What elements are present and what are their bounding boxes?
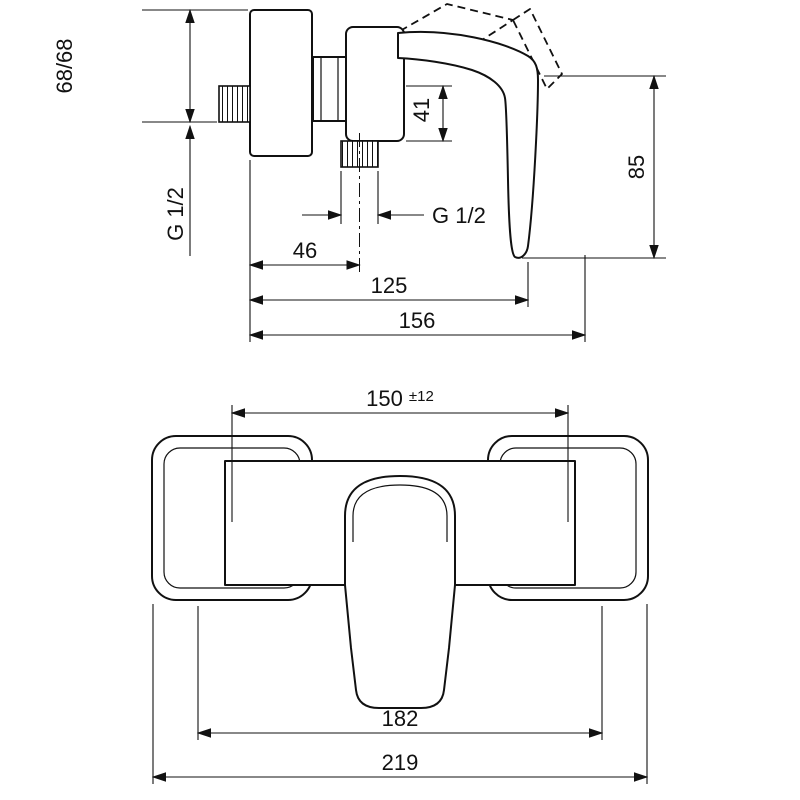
inlet-thread-label: G 1/2 <box>163 187 188 241</box>
dimension-total-depth: 156 <box>248 255 587 342</box>
dimension-handle-depth: 125 <box>248 262 530 307</box>
lever-handle-side <box>397 30 539 259</box>
total-depth-label: 156 <box>399 308 436 333</box>
dimension-inlet-thread: G 1/2 <box>163 124 195 256</box>
dimension-handle-height: 85 <box>522 74 666 260</box>
handle-depth-label: 125 <box>371 273 408 298</box>
front-view: 150 ±12 182 219 <box>151 386 649 784</box>
handle-height-label: 85 <box>624 155 649 179</box>
connection-distance-value: 150 <box>366 386 403 411</box>
total-width-label: 219 <box>382 750 419 775</box>
outlet-drop-label: 41 <box>409 98 434 122</box>
connection-tolerance-value: ±12 <box>409 388 434 405</box>
valve-body-side <box>345 26 405 142</box>
union-nut-side <box>312 56 347 122</box>
dimension-outlet-thread: G 1/2 <box>302 171 486 228</box>
dimension-outlet-offset: 46 <box>248 160 361 342</box>
plate-height-label: 68/68 <box>52 38 77 93</box>
dimension-inner-width: 182 <box>196 606 604 740</box>
outlet-offset-label: 46 <box>293 238 317 263</box>
dimension-total-width: 219 <box>151 604 649 784</box>
wall-plate-side <box>249 9 313 157</box>
inlet-thread-side <box>218 85 251 123</box>
dimension-outlet-drop: 41 <box>406 84 452 143</box>
side-view: 68/68 G 1/2 41 G 1/2 46 <box>52 3 666 342</box>
connection-distance-label: 150 ±12 <box>366 386 434 411</box>
dimension-plate-height: 68/68 <box>52 8 248 124</box>
lever-handle-front <box>344 475 456 709</box>
dimension-connection-distance: 150 ±12 <box>230 386 570 522</box>
outlet-thread-label: G 1/2 <box>432 203 486 228</box>
inner-width-label: 182 <box>382 706 419 731</box>
